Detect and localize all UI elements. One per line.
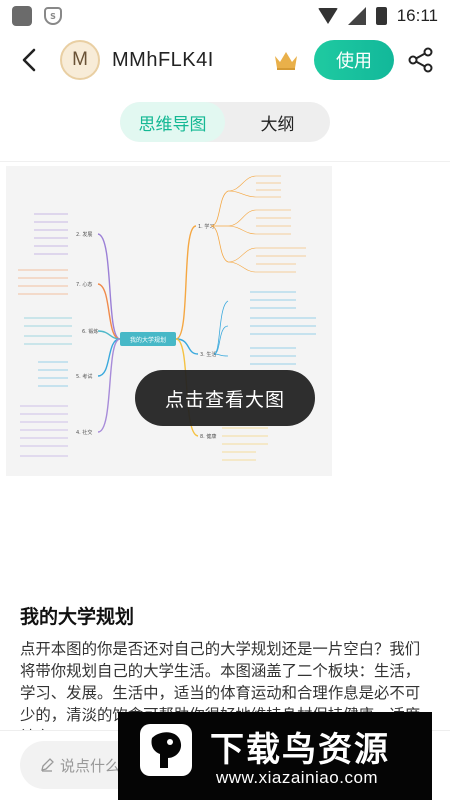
crown-icon[interactable] [272, 46, 300, 74]
wifi-icon [317, 8, 338, 24]
mindmap-root [120, 332, 176, 346]
share-icon[interactable] [408, 47, 434, 73]
branch-label: 2. 发展 [76, 231, 92, 238]
tab-mindmap[interactable]: 思维导图 [120, 102, 225, 142]
branch-label: 7. 心态 [76, 281, 92, 288]
branch-label: 1. 学习 [198, 223, 214, 230]
pen-icon [41, 758, 54, 772]
username[interactable]: MMhFLK4I [112, 48, 214, 71]
branch-label: 5. 考试 [76, 373, 92, 380]
comment-placeholder: 说点什么 [60, 756, 121, 775]
branch-label: 6. 锻炼 [82, 328, 98, 335]
back-arrow-icon[interactable] [16, 46, 44, 74]
shield-icon: S [44, 7, 62, 25]
status-time: 16:11 [396, 6, 438, 25]
watermark: 下载鸟资源 www.xiazainiao.com [118, 712, 432, 800]
avatar[interactable]: M [60, 40, 100, 80]
signal-icon [347, 7, 366, 25]
use-button[interactable]: 使用 [314, 40, 394, 80]
status-bar: S 16:11 [0, 0, 450, 32]
watermark-bird-logo [140, 724, 192, 776]
watermark-url: www.xiazainiao.com [216, 768, 379, 787]
mindmap-image: 我的大学规划 1. 学习 3. 生活 8. 健康 [18, 175, 316, 461]
mindmap-preview[interactable]: 我的大学规划 1. 学习 3. 生活 8. 健康 [6, 166, 332, 476]
document-title: 我的大学规划 [20, 606, 135, 628]
app-notification-icon [12, 6, 32, 26]
branch-label: 4. 社交 [76, 429, 92, 436]
branch-label: 8. 健康 [200, 433, 216, 440]
battery-icon [375, 7, 387, 25]
tab-outline[interactable]: 大纲 [260, 114, 295, 135]
branch-label: 3. 生活 [200, 351, 216, 358]
mindmap-root-label: 我的大学规划 [130, 336, 166, 344]
view-tabs: 思维导图 大纲 [120, 102, 330, 142]
view-large-image-button[interactable]: 点击查看大图 [135, 370, 315, 426]
divider [0, 161, 450, 162]
header: M MMhFLK4I 使用 [0, 32, 450, 88]
watermark-title: 下载鸟资源 [210, 730, 390, 770]
